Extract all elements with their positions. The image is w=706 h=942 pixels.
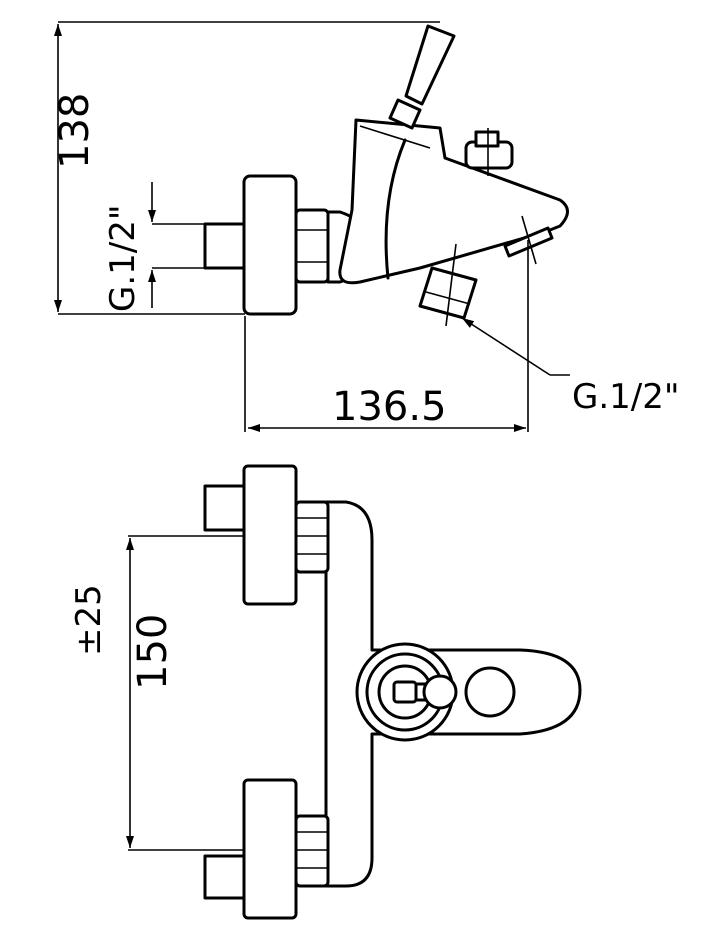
depth-dimension: 136.5 — [244, 240, 529, 432]
hex-nut — [294, 208, 330, 284]
centers-dimension-label: 150 — [130, 614, 176, 690]
outlet-thread-label: G.1/2" — [572, 377, 680, 417]
side-view: 138 G.1/2" — [52, 21, 680, 432]
front-diverter-knob — [464, 666, 516, 718]
inlet-thread-label: G.1/2" — [103, 204, 143, 312]
inlet-thread-dimension: G.1/2" — [103, 182, 240, 312]
diverter-knob — [464, 128, 514, 176]
shower-outlet — [418, 243, 478, 327]
lever-base — [355, 642, 455, 742]
centers-dimension: 150 ±25 — [69, 535, 360, 851]
mixer-lever — [388, 24, 456, 130]
inlet-pipe — [203, 222, 247, 270]
tolerance-label: ±25 — [69, 584, 109, 656]
lower-inlet — [203, 778, 330, 920]
front-lever — [414, 674, 458, 710]
front-view: 150 ±25 — [69, 464, 582, 920]
height-dimension: 138 — [52, 21, 440, 315]
wall-flange — [242, 174, 298, 316]
height-dimension-label: 138 — [52, 93, 98, 169]
depth-dimension-label: 136.5 — [332, 384, 447, 430]
outlet-thread-dimension: G.1/2" — [461, 317, 680, 417]
upper-inlet — [203, 464, 330, 606]
